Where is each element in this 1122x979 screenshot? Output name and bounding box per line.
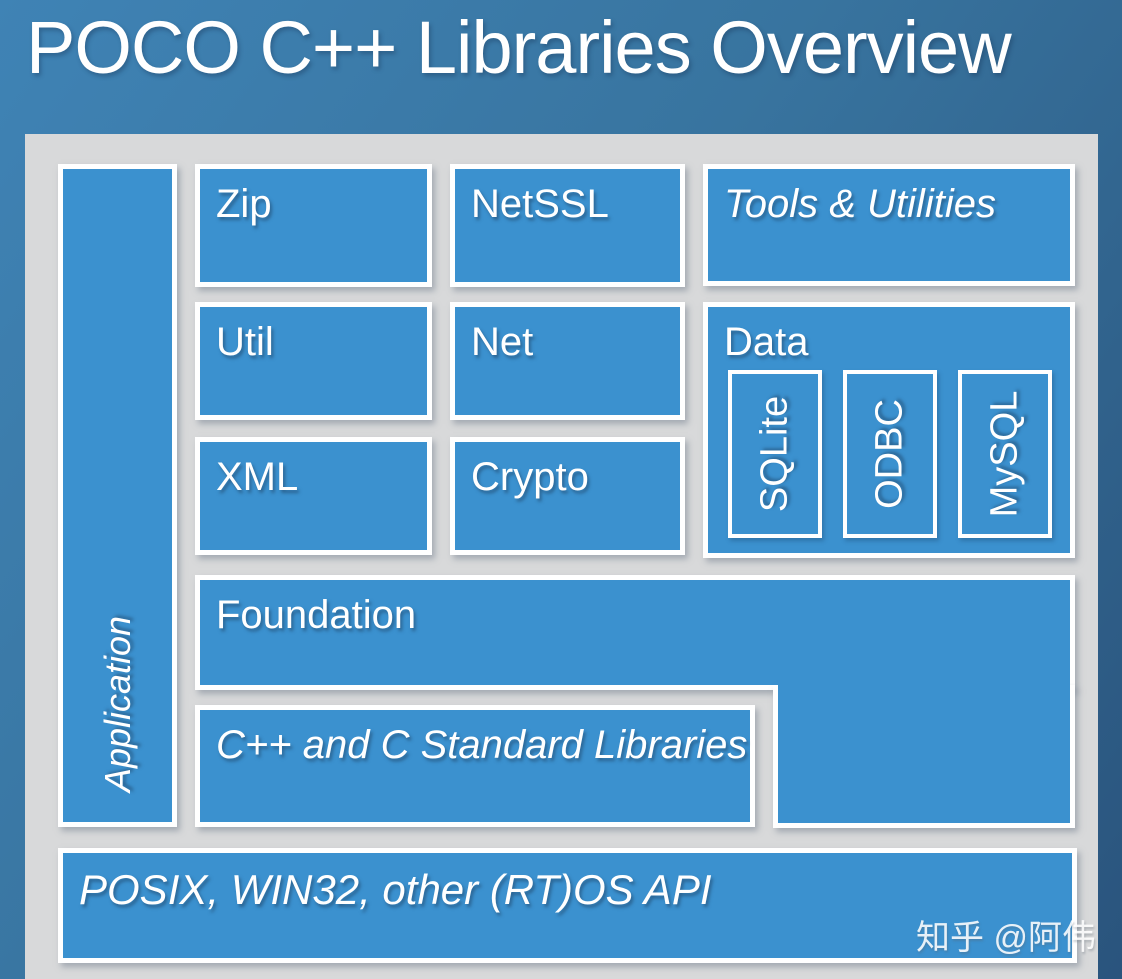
block-data-odbc: ODBC: [843, 370, 937, 538]
block-crypto: Crypto: [450, 437, 685, 555]
block-data-mysql: MySQL: [958, 370, 1052, 538]
block-net: Net: [450, 302, 685, 420]
block-data-sqlite: SQLite: [728, 370, 822, 538]
block-data-sqlite-label: SQLite: [753, 395, 796, 513]
page-title: POCO C++ Libraries Overview: [26, 6, 1012, 89]
block-foundation: Foundation: [195, 575, 1075, 690]
block-tools-utilities: Tools & Utilities: [703, 164, 1075, 286]
block-os-api: POSIX, WIN32, other (RT)OS API: [58, 848, 1077, 963]
block-tools-utilities-label: Tools & Utilities: [724, 182, 996, 226]
block-foundation-join: [778, 680, 1070, 694]
block-os-api-label: POSIX, WIN32, other (RT)OS API: [79, 866, 712, 913]
block-netssl: NetSSL: [450, 164, 685, 287]
watermark: 知乎 @阿伟: [916, 919, 1096, 957]
block-util: Util: [195, 302, 432, 420]
block-application-label: Application: [96, 616, 138, 793]
block-util-label: Util: [216, 320, 274, 364]
block-foundation-extension: [773, 685, 1075, 828]
block-data-label: Data: [724, 320, 809, 364]
block-application: Application: [58, 164, 177, 827]
block-netssl-label: NetSSL: [471, 182, 609, 226]
block-net-label: Net: [471, 320, 534, 364]
block-zip-label: Zip: [216, 182, 272, 226]
block-std-libraries: C++ and C Standard Libraries: [195, 705, 755, 827]
block-data-mysql-label: MySQL: [983, 390, 1026, 518]
block-std-libraries-label: C++ and C Standard Libraries: [216, 723, 748, 767]
block-xml-label: XML: [216, 455, 299, 499]
block-zip: Zip: [195, 164, 432, 287]
block-xml: XML: [195, 437, 432, 555]
block-data: Data SQLite ODBC MySQL: [703, 302, 1075, 558]
block-foundation-label: Foundation: [216, 593, 417, 637]
block-crypto-label: Crypto: [471, 455, 589, 499]
block-data-odbc-label: ODBC: [868, 399, 911, 509]
